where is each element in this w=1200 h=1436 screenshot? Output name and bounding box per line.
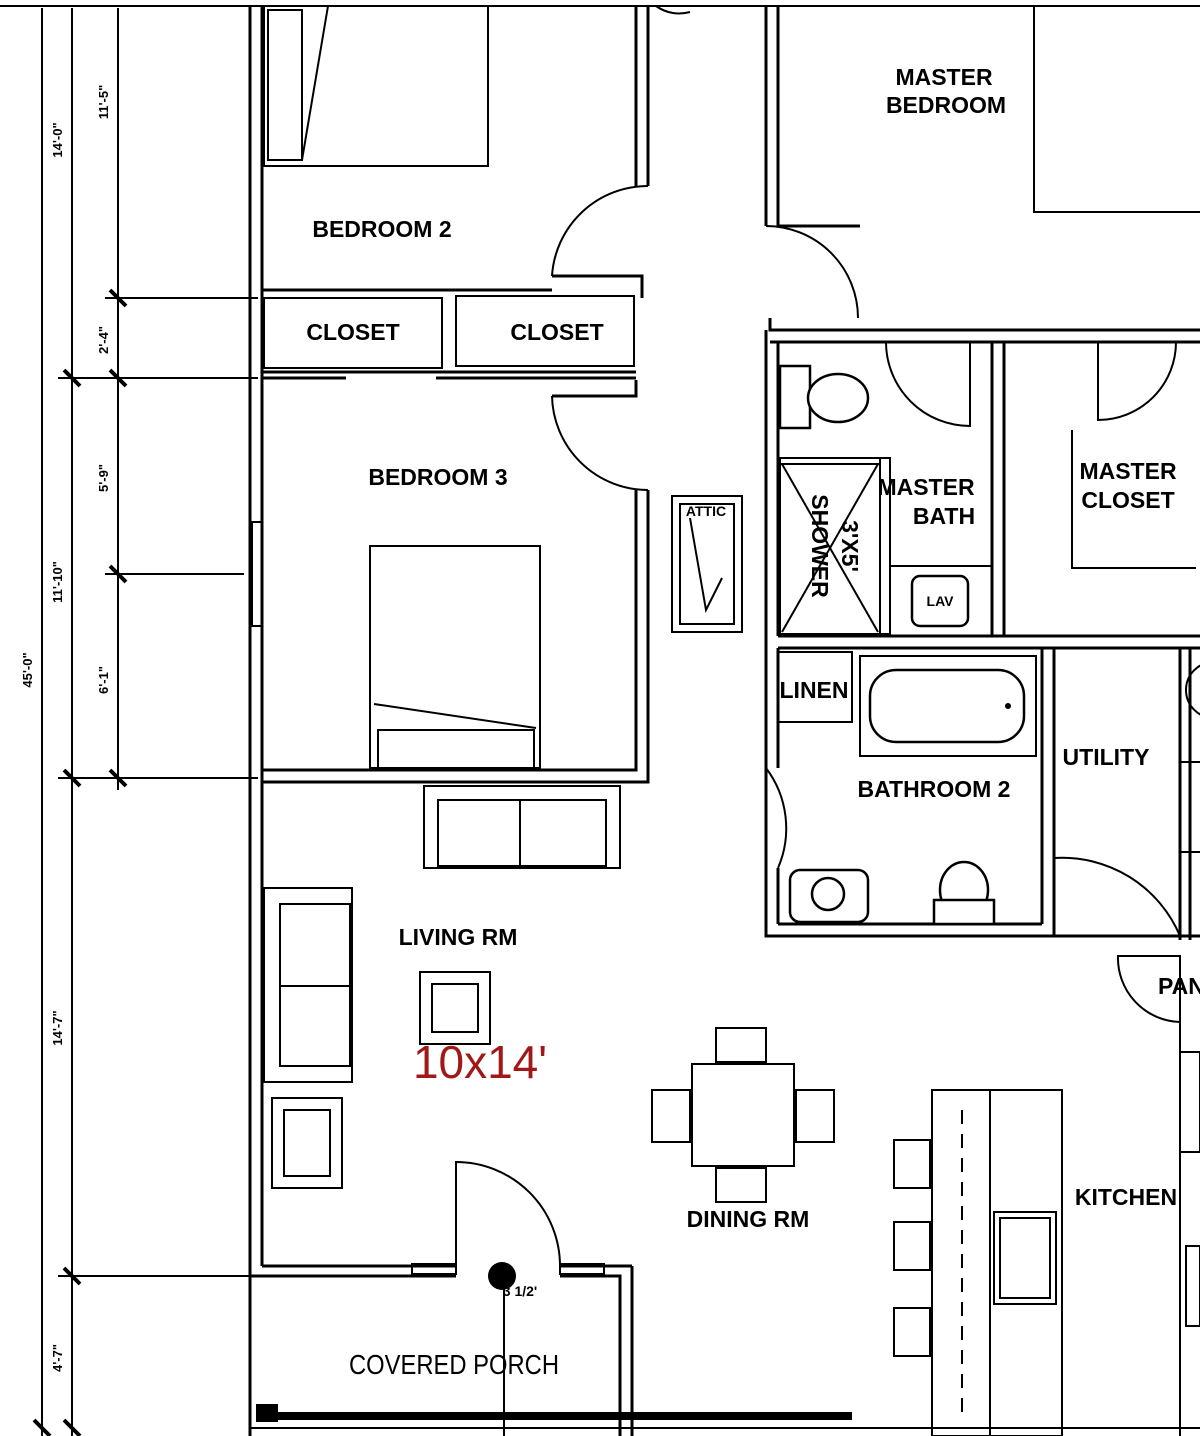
furniture <box>263 5 1200 1436</box>
dim-14-7: 14'-7" <box>50 1010 65 1045</box>
label-utility: UTILITY <box>1063 744 1150 770</box>
living-room-size-note: 10x14' <box>413 1036 547 1088</box>
label-bathroom-2: BATHROOM 2 <box>858 776 1011 802</box>
label-master-bedroom-1: MASTER <box>895 64 993 90</box>
dim-2-4: 2'-4" <box>96 326 111 354</box>
dim-4-7: 4'-7" <box>50 1344 65 1372</box>
door-size-note: 3 1/2' <box>503 1283 537 1299</box>
label-pantry-partial: PAN <box>1158 973 1200 999</box>
dim-6-1: 6'-1" <box>96 666 111 694</box>
label-attic: ATTIC <box>686 503 726 519</box>
label-master-closet-1: MASTER <box>1079 458 1177 484</box>
label-master-closet-2: CLOSET <box>1081 487 1174 513</box>
label-kitchen: KITCHEN <box>1075 1184 1177 1210</box>
dim-11-10: 11'-10" <box>50 561 65 603</box>
label-living-rm: LIVING RM <box>399 924 518 950</box>
label-master-bedroom-2: BEDROOM <box>886 92 1006 118</box>
walls <box>0 5 1200 1436</box>
label-covered-porch: COVERED PORCH <box>349 1349 559 1380</box>
dim-overall: 45'-0" <box>20 652 35 687</box>
label-dining-rm: DINING RM <box>687 1206 810 1232</box>
label-shower-size: 3'X5' <box>837 520 863 572</box>
label-bedroom-2: BEDROOM 2 <box>312 216 451 242</box>
label-closet-b: CLOSET <box>510 319 603 345</box>
label-lav: LAV <box>927 593 955 609</box>
label-linen: LINEN <box>780 677 849 703</box>
dim-14-0: 14'-0" <box>50 122 65 157</box>
dim-5-9: 5'-9" <box>96 464 111 492</box>
label-bedroom-3: BEDROOM 3 <box>368 464 507 490</box>
label-master-bath-1: MASTER <box>877 474 975 500</box>
dim-11-5: 11'-5" <box>96 85 111 120</box>
dimension-lines <box>32 8 258 1436</box>
label-master-bath-2: BATH <box>913 503 975 529</box>
label-shower: SHOWER <box>807 494 833 598</box>
label-closet-a: CLOSET <box>306 319 399 345</box>
door-swings <box>455 5 1181 1267</box>
